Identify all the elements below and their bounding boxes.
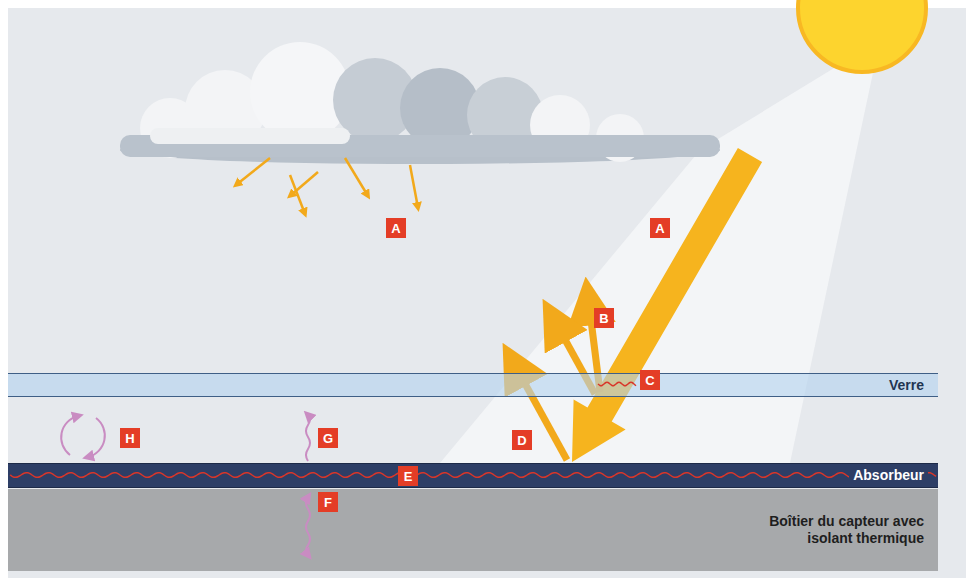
diffuse-rays: [236, 158, 418, 214]
callout-letter: A: [650, 218, 670, 238]
callout-letter: E: [398, 466, 418, 486]
radiation-loss-arrow: [306, 415, 310, 461]
light-beam: [440, 40, 880, 463]
callout-letter: C: [640, 370, 660, 390]
glass-band: Verre: [8, 373, 938, 397]
callout-letter: G: [318, 428, 338, 448]
absorber-band: Absorbeur: [8, 463, 938, 488]
band-label: Verre: [885, 377, 928, 394]
callout-letter: H: [120, 428, 140, 448]
glass-heat-wave: [598, 382, 636, 385]
direct-radiation-arrow: [572, 148, 762, 462]
cloud: [120, 42, 720, 164]
sky-ground: [8, 8, 966, 578]
callout-letter: A: [386, 218, 406, 238]
sun: [798, 0, 926, 72]
band-label: Absorbeur: [849, 467, 928, 484]
band-label: Boîtier du capteur avec isolant thermiqu…: [730, 513, 928, 547]
callout-letter: D: [512, 430, 532, 450]
collector-housing: Boîtier du capteur avec isolant thermiqu…: [8, 489, 938, 571]
convection-arrows: [61, 416, 105, 457]
callout-letter: F: [318, 492, 338, 512]
callout-letter: B: [594, 308, 614, 328]
conduction-loss-arrow: [306, 497, 310, 555]
absorber-heat-wave: [10, 473, 936, 478]
